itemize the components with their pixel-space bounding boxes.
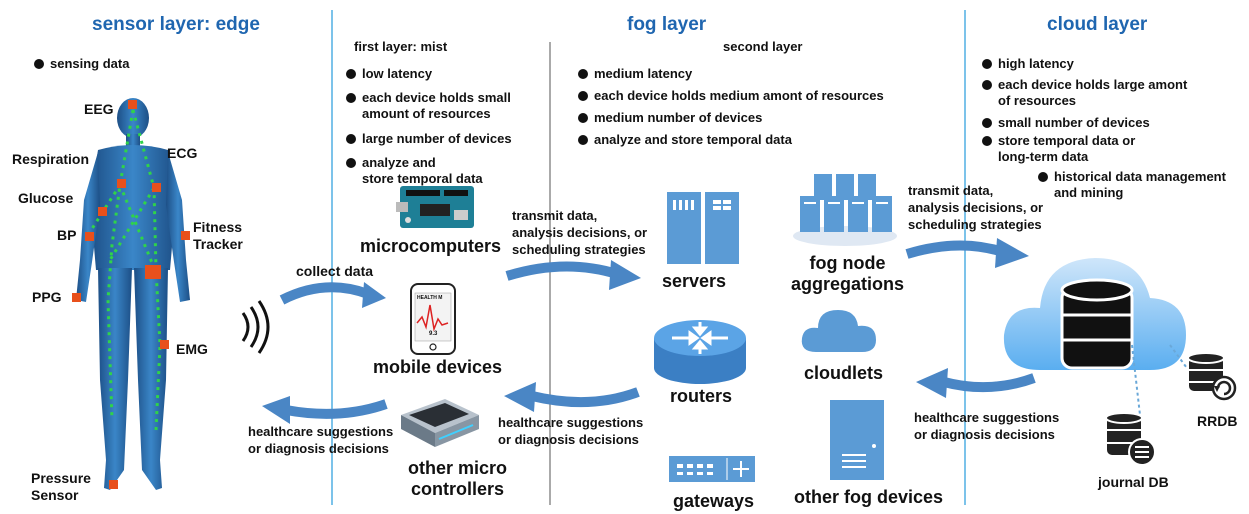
fog-cloud-divider [964,10,966,505]
suggest-to-fog-arrow [916,368,1036,398]
micro-controller-icon [401,399,479,447]
collect-data-label: collect data [296,263,374,279]
servers-icon [667,192,739,264]
mist-bullet-3: large number of devices [346,131,512,147]
phone-screen-value: 9.3 [429,331,438,337]
other-fog-device-icon [830,400,884,480]
other-fog-devices-label: other fog devices [794,487,944,507]
edge-suggestion-label: healthcare suggestions or diagnosis deci… [248,424,394,456]
mobile-devices-label: mobile devices [373,357,503,377]
journal-db-label: journal DB [1098,474,1169,490]
microcomputers-label: microcomputers [360,236,502,256]
mobile-phone-icon [410,283,456,355]
sensor-fitness [181,231,190,240]
collect-data-arrow [279,282,386,308]
fog-bullet-4: analyze and store temporal data [578,132,792,148]
servers-label: servers [662,271,727,291]
label-glucose: Glucose [18,190,74,206]
phone-screen-title: HEALTH M [417,295,443,301]
mist-bullet-2: each device holds small amount of resour… [346,90,511,122]
cloud-suggestion-label: healthcare suggestions or diagnosis deci… [914,410,1060,442]
fog-transmit-label: transmit data, analysis decisions, or sc… [512,208,648,257]
router-icon [654,320,746,384]
fog-layer-header: fog layer [627,14,707,35]
cloud-bullet-4: store temporal data or long-term data [982,133,1135,165]
sensor-respiration [117,179,126,188]
label-eeg: EEG [84,101,114,117]
label-respiration: Respiration [12,151,90,167]
sensor-pressure [109,480,118,489]
mist-bullet-1: low latency [346,66,432,82]
sensor-eeg [128,100,137,109]
gateways-label: gateways [673,491,755,511]
edge-bullet: sensing data [34,56,129,72]
fog-suggestion-label: healthcare suggestions or diagnosis deci… [498,415,644,447]
journal-db-icon [1105,412,1156,466]
sensor-ecg [152,183,161,192]
sensor-emg [160,340,169,349]
fog-bullet-1: medium latency [578,66,692,82]
label-emg: EMG [176,341,208,357]
transmit-to-fog-arrow [505,260,641,290]
mist-fog-divider [549,42,551,505]
sensor-ppg [72,293,81,302]
wireless-signal-icon [241,300,270,354]
fog-bullet-3: medium number of devices [578,110,762,126]
cloud-layer-header: cloud layer [1047,14,1148,35]
suggest-to-mist-arrow [504,382,640,412]
sensor-belt [145,265,161,279]
mist-title: first layer: mist [354,39,448,54]
rrdb-label: RRDB [1197,413,1238,429]
suggest-to-edge-arrow [262,396,388,424]
edge-fog-divider [331,10,333,505]
fog-node-aggregation-icon [793,174,897,246]
cloudlets-label: cloudlets [804,363,884,383]
cloud-bullet-3: small number of devices [982,115,1150,131]
human-body-figure [76,98,190,490]
cloud-transmit-label: transmit data, analysis decisions, or sc… [908,183,1044,232]
gateway-icon [669,456,755,482]
cloud-bullet-1: high latency [982,56,1074,72]
label-pressure-sensor: Pressure Sensor [31,470,91,503]
rrdb-icon [1187,352,1237,401]
label-fitness-tracker: Fitness Tracker [193,219,243,252]
sensor-glucose [98,207,107,216]
cloud-sub-bullet: historical data management and mining [1038,169,1226,201]
label-ppg: PPG [32,289,62,305]
mist-bullet-4: analyze and store temporal data [346,155,483,187]
fog-bullet-2: each device holds medium amont of resour… [578,88,884,104]
routers-label: routers [670,386,733,406]
micro-controllers-label: other micro controllers [408,458,508,499]
microcomputer-icon [396,186,474,228]
label-bp: BP [57,227,77,243]
fog-aggregations-label: fog node aggregations [791,253,905,294]
sensor-bp [85,232,94,241]
transmit-to-cloud-arrow [905,238,1029,268]
cloudlets-icon [801,310,876,352]
cloud-database-icon [1003,258,1186,370]
edge-layer-header: sensor layer: edge [92,14,260,35]
fog-title: second layer [723,39,803,54]
cloud-bullet-2: each device holds large amont of resourc… [982,77,1187,109]
label-ecg: ECG [167,145,198,161]
